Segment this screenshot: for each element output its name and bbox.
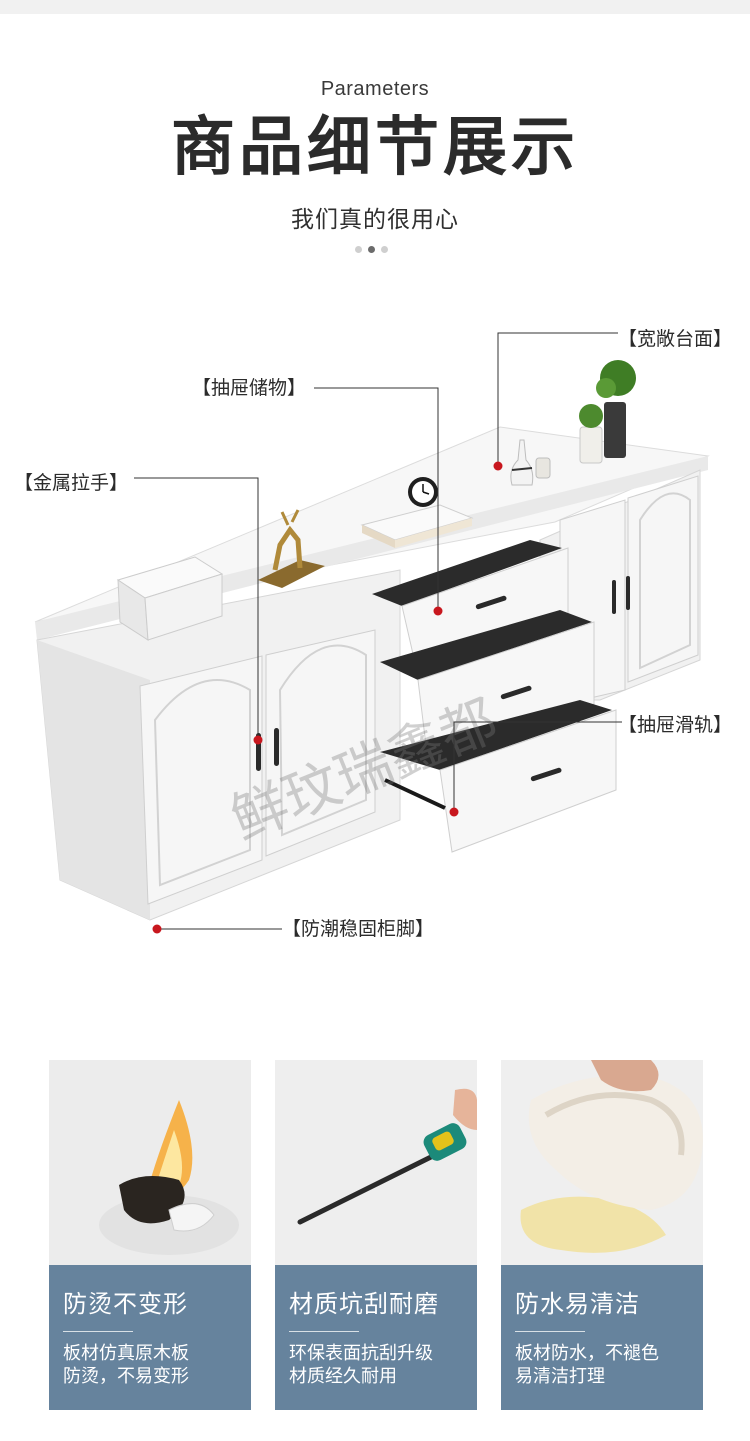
feature-card-heat: 防烫不变形 板材仿真原木板 防烫，不易变形 (49, 1060, 251, 1410)
product-image: 鲜玟瑞鑫都 (0, 300, 750, 1000)
cabinet-illustration: 鲜玟瑞鑫都 (34, 332, 710, 934)
feature-divider (515, 1331, 585, 1332)
leader-drawer-rail (453, 721, 622, 812)
left-cabinet-side (37, 640, 150, 920)
clock (408, 477, 438, 507)
door-1-panel (153, 679, 251, 887)
handle-right-2 (626, 576, 630, 610)
flame-photo (49, 1060, 251, 1265)
feature-cards: 防烫不变形 板材仿真原木板 防烫，不易变形 材质坑刮耐磨 环保表面抗刮升级 材质… (49, 1060, 703, 1410)
dot (355, 246, 362, 253)
pagination-dots (355, 246, 388, 253)
feature-divider (289, 1331, 359, 1332)
handle-right-1 (612, 580, 616, 614)
plants (579, 360, 636, 464)
leader-lines (134, 332, 622, 930)
door-2 (265, 629, 376, 857)
feature-card-water: 防水易清洁 板材防水，不褪色 易清洁打理 (501, 1060, 703, 1410)
screwdriver-photo (275, 1060, 477, 1265)
top-strip (0, 0, 750, 14)
feature-band: 防水易清洁 板材防水，不褪色 易清洁打理 (501, 1265, 703, 1410)
towel-photo (501, 1060, 703, 1265)
vase (510, 439, 551, 486)
feature-band: 材质坑刮耐磨 环保表面抗刮升级 材质经久耐用 (275, 1265, 477, 1410)
door-4 (627, 475, 699, 683)
dot-active (368, 246, 375, 253)
books (360, 504, 474, 548)
feature-desc-line1: 环保表面抗刮升级 (289, 1343, 433, 1364)
callout-metal-handle: 【金属拉手】 (14, 472, 129, 494)
feature-card-scratch: 材质坑刮耐磨 环保表面抗刮升级 材质经久耐用 (275, 1060, 477, 1410)
leader-countertop (497, 332, 618, 466)
feature-divider (63, 1331, 133, 1332)
feature-desc-line2: 材质经久耐用 (289, 1366, 397, 1387)
feature-desc-line1: 板材防水，不褪色 (515, 1343, 659, 1364)
door-4-panel (639, 492, 691, 670)
dot (381, 246, 388, 253)
callout-drawer-storage: 【抽屉储物】 (192, 377, 307, 399)
feature-desc-line2: 易清洁打理 (515, 1366, 605, 1387)
door-1 (139, 655, 263, 905)
callout-foot: 【防潮稳固柜脚】 (282, 918, 435, 940)
leader-metal-handle (134, 477, 259, 740)
feature-desc-line1: 板材仿真原木板 (63, 1343, 189, 1364)
callout-drawer-rail: 【抽屉滑轨】 (618, 714, 733, 736)
drawer-bottom (380, 700, 617, 853)
feature-band: 防烫不变形 板材仿真原木板 防烫，不易变形 (49, 1265, 251, 1410)
section-subtitle-en: Parameters (320, 78, 430, 100)
storage-box (116, 556, 224, 641)
handle-left-2 (274, 728, 279, 766)
callout-dots (152, 461, 503, 934)
deer-ornament (258, 509, 325, 588)
section-title: 商品细节展示 (171, 111, 579, 185)
section-tagline: 我们真的很用心 (291, 207, 459, 233)
door-2-panel (278, 644, 367, 837)
feature-title: 防水易清洁 (515, 1290, 640, 1318)
feature-title: 材质坑刮耐磨 (289, 1290, 439, 1318)
feature-desc-line2: 防烫，不易变形 (63, 1366, 189, 1387)
feature-title: 防烫不变形 (63, 1290, 188, 1318)
leader-drawer-storage (314, 387, 439, 611)
callout-countertop: 【宽敞台面】 (618, 328, 733, 350)
drawer-middle (380, 610, 595, 763)
